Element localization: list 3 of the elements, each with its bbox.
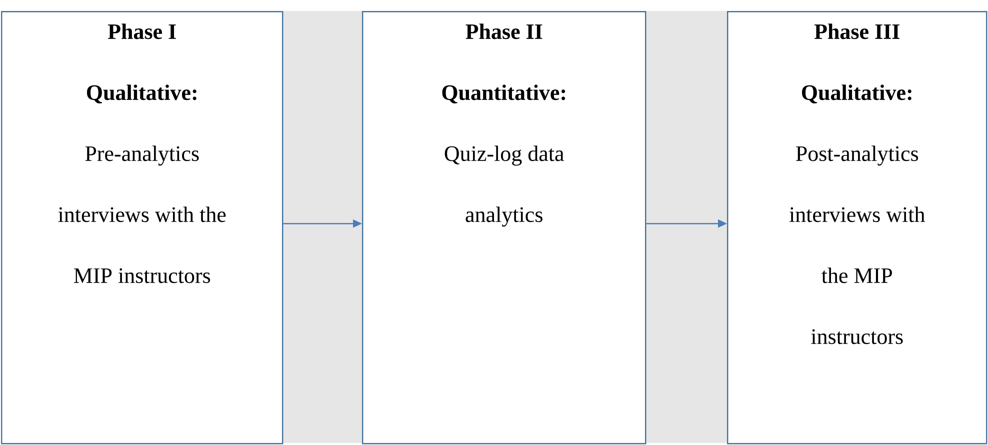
phase-box: Phase II Quantitative: Quiz-log data analytics [362, 11, 646, 444]
phase-box: Phase I Qualitative: Pre-analytics interviews with the MIP instructors [1, 11, 284, 444]
phase-box: Phase III Qualitative: Post-analytics interviews with the MIP instructors [727, 11, 988, 444]
